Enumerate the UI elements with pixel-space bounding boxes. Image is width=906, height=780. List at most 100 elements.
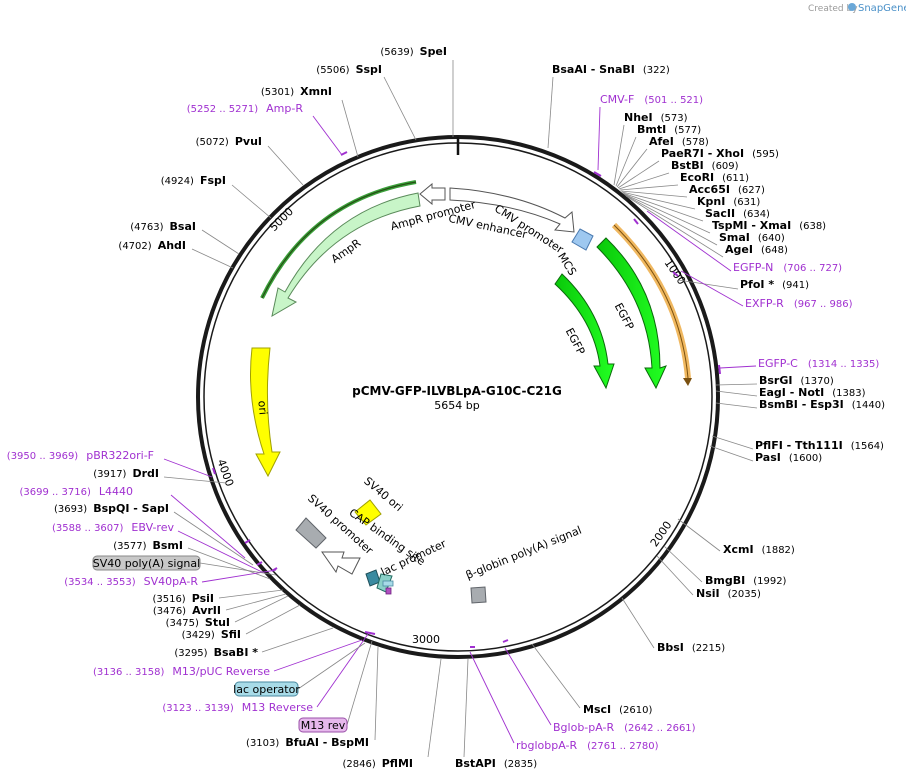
site-bsrgi[interactable]: BsrGI(1370) bbox=[759, 374, 834, 387]
boxed-label-m13-rev[interactable]: M13 rev bbox=[298, 717, 348, 733]
site-bsai[interactable]: (4763)BsaI bbox=[130, 220, 196, 233]
site-label[interactable]: SacII(634) bbox=[705, 207, 770, 220]
site-label[interactable]: AfeI(578) bbox=[649, 135, 709, 148]
site-bmgbi[interactable]: BmgBI(1992) bbox=[705, 574, 787, 587]
site-label[interactable]: BsrGI(1370) bbox=[759, 374, 834, 387]
cmv-enhancer-arrow[interactable] bbox=[449, 187, 575, 233]
site-label[interactable]: (3693)BspQI - SapI bbox=[54, 502, 169, 515]
site-bsmbi-esp3i[interactable]: BsmBI - Esp3I(1440) bbox=[759, 398, 885, 411]
beta-globin-polya-feature[interactable] bbox=[470, 586, 487, 604]
site-msci[interactable]: MscI(2610) bbox=[583, 703, 652, 716]
site-afei[interactable]: AfeI(578) bbox=[649, 135, 709, 148]
site-label[interactable]: (3476)AvrII bbox=[153, 604, 221, 617]
site-label[interactable]: BbsI(2215) bbox=[657, 641, 725, 654]
site-stui[interactable]: (3475)StuI bbox=[166, 616, 230, 629]
site-sfii[interactable]: (3429)SfiI bbox=[182, 628, 241, 641]
site-label[interactable]: MscI(2610) bbox=[583, 703, 652, 716]
site-nsii[interactable]: NsiI(2035) bbox=[696, 587, 761, 600]
primer-label[interactable]: (3950 .. 3969)pBR322ori-F bbox=[7, 449, 154, 462]
site-label[interactable]: BstAPI(2835) bbox=[455, 757, 537, 770]
site-label[interactable]: BsmBI - Esp3I(1440) bbox=[759, 398, 885, 411]
primer-label[interactable]: (5252 .. 5271)Amp-R bbox=[187, 102, 304, 115]
site-label[interactable]: PaeR7I - XhoI(595) bbox=[661, 147, 779, 160]
site-agei[interactable]: AgeI(648) bbox=[725, 243, 788, 256]
ampr-promoter-arrow[interactable] bbox=[419, 182, 446, 206]
site-bsabi[interactable]: (3295)BsaBI * bbox=[174, 646, 258, 659]
site-label[interactable]: PasI(1600) bbox=[755, 451, 822, 464]
site-bspqi-sapi[interactable]: (3693)BspQI - SapI bbox=[54, 502, 169, 515]
site-label[interactable]: EagI - NotI(1383) bbox=[759, 386, 866, 399]
site-label[interactable]: (3516)PsiI bbox=[152, 592, 214, 605]
primer-egfp-c[interactable]: EGFP-C(1314 .. 1335) bbox=[758, 357, 879, 370]
site-nhei[interactable]: NheI(573) bbox=[624, 111, 688, 124]
site-label[interactable]: (3103)BfuAI - BspMI bbox=[246, 736, 369, 749]
ori-arrow[interactable] bbox=[250, 347, 281, 478]
site-label[interactable]: (5639)SpeI bbox=[380, 45, 447, 58]
primer-l4440[interactable]: (3699 .. 3716)L4440 bbox=[19, 485, 133, 498]
site-bsaai-snabi[interactable]: BsaAI - SnaBI(322) bbox=[552, 63, 670, 76]
mcs-feature[interactable] bbox=[571, 228, 594, 251]
primer-label[interactable]: EGFP-N(706 .. 727) bbox=[733, 261, 842, 274]
site-pflmi[interactable]: (2846)PflMI bbox=[342, 757, 413, 770]
site-label[interactable]: BsaAI - SnaBI(322) bbox=[552, 63, 670, 76]
site-label[interactable]: (4702)AhdI bbox=[118, 239, 186, 252]
sv40-promoter-arrow[interactable] bbox=[321, 551, 361, 575]
site-acc65i[interactable]: Acc65I(627) bbox=[689, 183, 765, 196]
primer-label[interactable]: (3534 .. 3553)SV40pA-R bbox=[64, 575, 198, 588]
site-drdi[interactable]: (3917)DrdI bbox=[93, 467, 159, 480]
site-label[interactable]: XcmI(1882) bbox=[723, 543, 795, 556]
primer-label[interactable]: (3136 .. 3158)M13/pUC Reverse bbox=[93, 665, 270, 678]
primer-label[interactable]: CMV-F(501 .. 521) bbox=[600, 93, 703, 106]
site-sacii[interactable]: SacII(634) bbox=[705, 207, 770, 220]
site-xmni[interactable]: (5301)XmnI bbox=[261, 85, 332, 98]
site-ecori[interactable]: EcoRI(611) bbox=[680, 171, 749, 184]
site-bbsi[interactable]: BbsI(2215) bbox=[657, 641, 725, 654]
site-spei[interactable]: (5639)SpeI bbox=[380, 45, 447, 58]
primer-ebv-rev[interactable]: (3588 .. 3607)EBV-rev bbox=[52, 521, 174, 534]
primer-exfp-r[interactable]: EXFP-R(967 .. 986) bbox=[745, 297, 853, 310]
site-pasi[interactable]: PasI(1600) bbox=[755, 451, 822, 464]
primer-m13-puc-reverse[interactable]: (3136 .. 3158)M13/pUC Reverse bbox=[93, 665, 270, 678]
feature-label-ori[interactable]: ori bbox=[255, 400, 269, 415]
primer-label[interactable]: Bglob-pA-R(2642 .. 2661) bbox=[553, 721, 696, 734]
site-label[interactable]: KpnI(631) bbox=[697, 195, 760, 208]
primer-label[interactable]: rbglobpA-R(2761 .. 2780) bbox=[516, 739, 659, 752]
primer-bglob-pa-r[interactable]: Bglob-pA-R(2642 .. 2661) bbox=[553, 721, 696, 734]
site-label[interactable]: PfoI *(941) bbox=[740, 278, 809, 291]
site-kpni[interactable]: KpnI(631) bbox=[697, 195, 760, 208]
site-label[interactable]: (5072)PvuI bbox=[196, 135, 262, 148]
primer-cmv-f[interactable]: CMV-F(501 .. 521) bbox=[600, 93, 703, 106]
site-xcmi[interactable]: XcmI(1882) bbox=[723, 543, 795, 556]
primer-label[interactable]: (3699 .. 3716)L4440 bbox=[19, 485, 133, 498]
site-label[interactable]: TspMI - XmaI(638) bbox=[712, 219, 826, 232]
site-pfoi[interactable]: PfoI *(941) bbox=[740, 278, 809, 291]
site-pflfi-tth111i[interactable]: PflFI - Tth111I(1564) bbox=[755, 439, 884, 452]
egfp-outer-arrow[interactable] bbox=[596, 237, 667, 390]
site-label[interactable]: Acc65I(627) bbox=[689, 183, 765, 196]
primer-label[interactable]: EGFP-C(1314 .. 1335) bbox=[758, 357, 879, 370]
site-label[interactable]: NsiI(2035) bbox=[696, 587, 761, 600]
site-bstapi[interactable]: BstAPI(2835) bbox=[455, 757, 537, 770]
site-bsmi[interactable]: (3577)BsmI bbox=[113, 539, 183, 552]
site-label[interactable]: (3429)SfiI bbox=[182, 628, 241, 641]
site-label[interactable]: (3577)BsmI bbox=[113, 539, 183, 552]
site-label[interactable]: PflFI - Tth111I(1564) bbox=[755, 439, 884, 452]
primer-rbglobpa-r[interactable]: rbglobpA-R(2761 .. 2780) bbox=[516, 739, 659, 752]
lac-operator-feature[interactable] bbox=[382, 580, 394, 587]
feature-label-mcs[interactable]: MCS bbox=[555, 250, 579, 277]
egfp-inner-arrow[interactable] bbox=[554, 273, 615, 390]
site-label[interactable]: (2846)PflMI bbox=[342, 757, 413, 770]
site-label[interactable]: (3295)BsaBI * bbox=[174, 646, 258, 659]
site-pvui[interactable]: (5072)PvuI bbox=[196, 135, 262, 148]
site-label[interactable]: NheI(573) bbox=[624, 111, 688, 124]
site-label[interactable]: (5301)XmnI bbox=[261, 85, 332, 98]
site-label[interactable]: (5506)SspI bbox=[316, 63, 382, 76]
primer-label[interactable]: (3588 .. 3607)EBV-rev bbox=[52, 521, 174, 534]
site-label[interactable]: EcoRI(611) bbox=[680, 171, 749, 184]
site-bstbi[interactable]: BstBI(609) bbox=[671, 159, 739, 172]
primer-label[interactable]: (3123 .. 3139)M13 Reverse bbox=[162, 701, 313, 714]
site-label[interactable]: AgeI(648) bbox=[725, 243, 788, 256]
site-eagi-noti[interactable]: EagI - NotI(1383) bbox=[759, 386, 866, 399]
site-smai[interactable]: SmaI(640) bbox=[719, 231, 785, 244]
site-label[interactable]: (3917)DrdI bbox=[93, 467, 159, 480]
